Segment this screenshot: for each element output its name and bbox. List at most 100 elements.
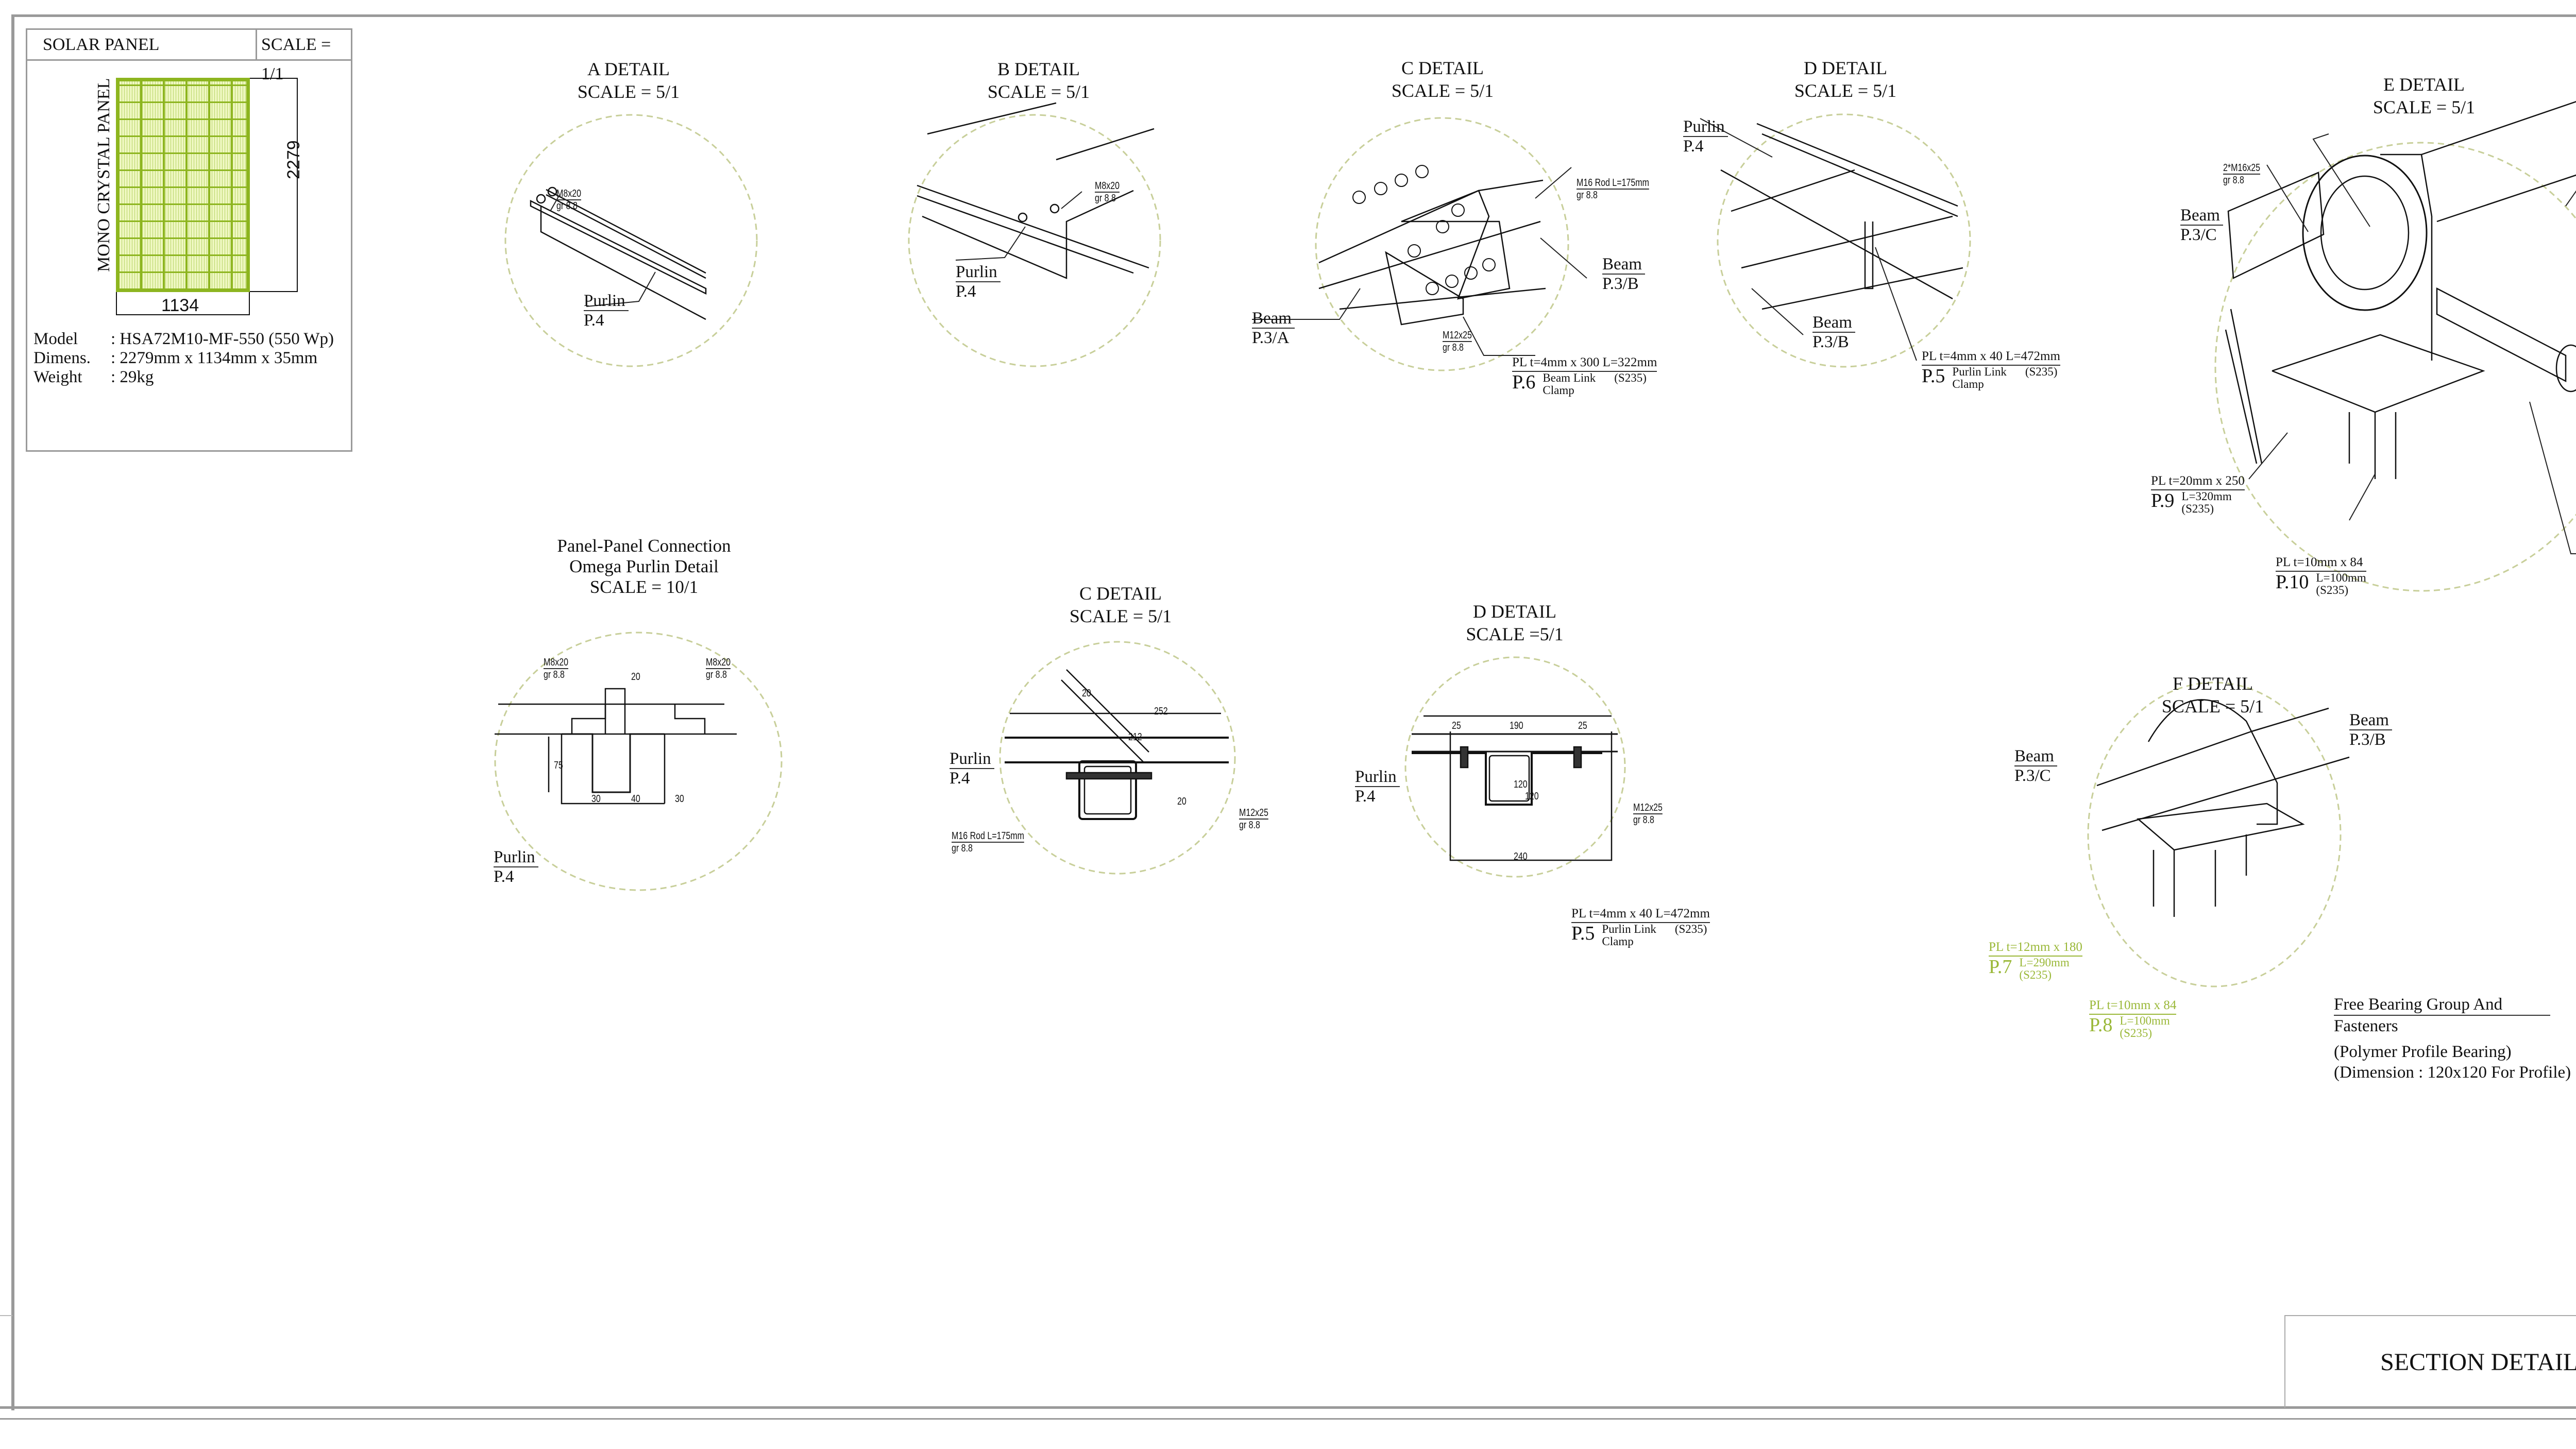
detail-scale: SCALE = 10/1 <box>589 577 699 597</box>
spec-value: : 29kg <box>111 368 154 386</box>
member-ref: P.3/A <box>1252 329 1290 347</box>
detail-scale: SCALE =5/1 <box>1466 624 1564 644</box>
member-ref: P.4 <box>1355 787 1376 806</box>
part-spec: PL t=4mm x 40 L=472mm <box>1922 349 2060 366</box>
bolt-size: 2*M16x25 <box>2223 162 2261 175</box>
bolt-grade: gr 8.8 <box>706 669 727 680</box>
e-detail-title: E DETAIL SCALE = 5/1 <box>2373 73 2475 118</box>
spec-row-model: Model: HSA72M10-MF-550 (550 Wp) <box>33 330 334 349</box>
d-detail-iso-title: D DETAIL SCALE = 5/1 <box>1794 57 1896 102</box>
d-detail-section-title: D DETAIL SCALE =5/1 <box>1466 600 1563 645</box>
part-spec: PL t=4mm x 40 L=472mm <box>1571 907 1710 923</box>
frame-border-bottom-outer <box>0 1418 2576 1420</box>
part-spec: PL t=20mm x 250 <box>2151 474 2245 490</box>
part-desc: L=320mm(S235) <box>2181 490 2231 515</box>
part-spec: PL t=10mm x 84 <box>2276 555 2366 572</box>
detail-scale: SCALE = 5/1 <box>1391 80 1494 101</box>
member-name: Purlin <box>1355 768 1400 787</box>
sheet-title: SECTION DETAILS <box>2285 1316 2576 1408</box>
part-desc-line: Beam Link <box>1543 371 1596 384</box>
bolt-grade: gr 8.8 <box>2223 175 2244 186</box>
bolt-grade: gr 8.8 <box>544 669 565 680</box>
omega-dim-right: 30 <box>675 793 684 805</box>
part-number: P.6 <box>1512 371 1536 393</box>
member-name: Beam <box>2014 747 2057 766</box>
bearing-line: Fasteners <box>2334 1017 2398 1035</box>
bolt-size: M8x20 <box>556 188 582 200</box>
member-ref: P.4 <box>950 769 970 788</box>
d-sec-dim: 25 <box>1452 720 1461 731</box>
a-detail-title: A DETAIL SCALE = 5/1 <box>578 58 680 103</box>
c-sec-dim: 20 <box>1082 688 1091 699</box>
member-name: Purlin <box>1683 117 1728 137</box>
part-length: L=320mm <box>2181 490 2232 503</box>
member-ref: P.4 <box>584 311 604 330</box>
omega-dim-height: 75 <box>554 760 563 771</box>
detail-scale: SCALE = 5/1 <box>2161 696 2264 717</box>
spec-row-weight: Weight : 29kg <box>33 368 334 387</box>
part-spec: PL t=10mm x 84 <box>2089 998 2177 1015</box>
solar-panel-card: SOLAR PANEL SCALE = 1/1 MONO CRYSTAL PAN… <box>26 28 352 452</box>
rod-grade: gr 8.8 <box>952 843 973 854</box>
part-length: L=290mm <box>2019 956 2070 969</box>
member-name: Beam <box>1252 309 1295 329</box>
part-desc: L=100mm(S235) <box>2120 1015 2170 1039</box>
omega-dim-left: 30 <box>591 793 601 805</box>
part-spec: PL t=12mm x 180 <box>1989 940 2082 957</box>
panel-type-label: MONO CRYSTAL PANEL <box>94 78 113 272</box>
member-name: Purlin <box>584 292 629 311</box>
member-name: Beam <box>2349 711 2392 730</box>
part-length: L=100mm <box>2316 571 2366 584</box>
e-part-p9: PL t=20mm x 250 P.9 L=320mm(S235) <box>2151 474 2245 515</box>
member-ref: P.3/C <box>2014 766 2051 785</box>
member-ref: P.3/B <box>1812 333 1849 351</box>
bolt-grade: gr 8.8 <box>1633 814 1654 826</box>
member-name: Beam <box>2180 206 2223 226</box>
spec-key: Weight <box>33 368 82 386</box>
solar-panel-header: SOLAR PANEL SCALE = 1/1 <box>27 30 351 83</box>
title-block: SECTION DETAILS 13 <box>2284 1315 2576 1408</box>
frame-border-left <box>11 14 14 1410</box>
part-length: L=100mm <box>2120 1014 2170 1027</box>
part-number: P.5 <box>1571 923 1595 944</box>
member-ref: P.4 <box>494 867 514 886</box>
d-sec-dim: 120 <box>1514 779 1528 790</box>
bearing-line: (Polymer Profile Bearing) <box>2334 1043 2512 1061</box>
frame-border-top <box>13 14 2576 17</box>
detail-name: B DETAIL <box>997 59 1080 79</box>
spec-key: Dimens. <box>33 349 91 367</box>
member-name: Purlin <box>494 848 538 867</box>
detail-scale: SCALE = 5/1 <box>987 81 1090 102</box>
c-sec-dim: 212 <box>1128 731 1142 743</box>
detail-name: A DETAIL <box>587 59 670 79</box>
solar-panel-scale: SCALE = 1/1 <box>261 35 331 83</box>
detail-scale: SCALE = 5/1 <box>1069 606 1172 626</box>
detail-name: Panel-Panel Connection <box>557 536 731 556</box>
panel-specs: Model: HSA72M10-MF-550 (550 Wp) Dimens.:… <box>33 330 334 387</box>
bolt-size: M8x20 <box>706 657 731 669</box>
width-dimension-value: 1134 <box>161 296 199 315</box>
part-desc-line: Clamp <box>1952 378 1984 390</box>
bolt-size: M8x20 <box>1095 180 1120 193</box>
member-name: Beam <box>1602 255 1645 275</box>
part-desc-line: Purlin Link <box>1602 923 1656 935</box>
bearing-line: Free Bearing Group And <box>2334 994 2550 1016</box>
c-sec-dim: 20 <box>1177 796 1187 807</box>
spec-row-dimensions: Dimens.: 2279mm x 1134mm x 35mm <box>33 349 334 368</box>
